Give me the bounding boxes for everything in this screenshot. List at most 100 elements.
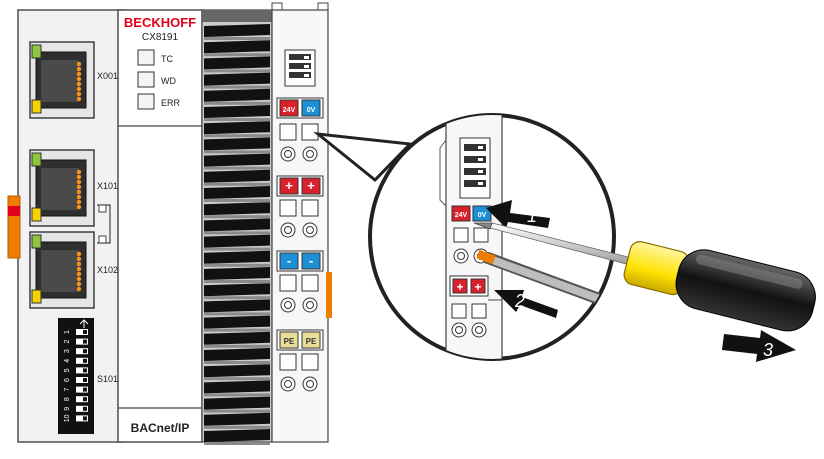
pe-labels: PE PE	[276, 329, 324, 351]
closeup-plus-label	[452, 278, 468, 294]
wire-entry[interactable]	[279, 123, 297, 141]
dip-toggle-7[interactable]	[76, 386, 88, 393]
step-2-number: 2	[514, 291, 525, 311]
fin	[204, 186, 270, 199]
spring-release[interactable]	[302, 376, 318, 392]
dip-toggle-2[interactable]	[76, 338, 88, 345]
wire-entry[interactable]	[301, 123, 319, 141]
port-contact	[76, 86, 82, 92]
dip-number-3: 3	[64, 349, 71, 353]
fin	[204, 364, 270, 378]
dip-toggle-8[interactable]	[76, 396, 88, 403]
ethernet-port-1[interactable]	[29, 41, 95, 119]
spring-release[interactable]	[280, 297, 296, 313]
port-contact	[76, 96, 82, 102]
svg-text:PE: PE	[284, 337, 295, 346]
terminal-contact-pair[interactable]	[279, 353, 319, 392]
led-wd	[137, 71, 155, 88]
side-release-tab[interactable]	[7, 195, 21, 259]
dip-toggle-5[interactable]	[76, 367, 88, 374]
wire-entry[interactable]	[279, 199, 297, 217]
svg-text:0V: 0V	[478, 212, 487, 219]
magnifier-callout: 24V 0V + +	[313, 113, 616, 361]
wire-entry[interactable]	[301, 353, 319, 371]
dip-number-2: 2	[64, 340, 71, 344]
housing-front-panel	[117, 9, 203, 443]
led-err-label: ERR	[161, 98, 181, 108]
fin	[204, 380, 270, 394]
fin	[204, 169, 270, 183]
fin	[204, 250, 270, 264]
dip-toggle-6[interactable]	[76, 377, 88, 383]
dip-number-8: 8	[64, 397, 71, 401]
spring-release[interactable]	[302, 297, 318, 313]
fin	[204, 153, 270, 167]
fin	[204, 315, 270, 329]
spring-release[interactable]	[302, 146, 318, 162]
terminal-contact-pair[interactable]	[279, 123, 319, 162]
fin	[204, 40, 270, 54]
step-3-arrow	[722, 330, 796, 362]
port-contact	[76, 189, 82, 195]
port-contact	[76, 281, 82, 287]
ethernet-port-3[interactable]	[29, 231, 95, 309]
port-contact	[76, 71, 82, 77]
wire-entry[interactable]	[279, 353, 297, 371]
svg-text:0V: 0V	[307, 107, 316, 114]
dip-number-1: 1	[64, 330, 71, 334]
ethernet-port-2[interactable]	[29, 149, 95, 227]
spring-release[interactable]	[280, 376, 296, 392]
terminal-contact-pair[interactable]	[279, 199, 319, 238]
dip-number-4: 4	[64, 359, 71, 363]
led-wd-label: WD	[161, 76, 176, 86]
link-led	[31, 152, 42, 167]
led-panel: TC WD ERR	[137, 49, 181, 110]
spring-release[interactable]	[280, 222, 296, 238]
port-contact	[76, 256, 82, 262]
fin	[204, 72, 270, 86]
fin	[204, 348, 270, 361]
fin	[204, 429, 270, 442]
svg-text:-: -	[287, 253, 291, 268]
step-2-arrow	[494, 290, 558, 318]
closeup-24v-label	[451, 205, 471, 222]
port-contact	[76, 184, 82, 190]
port-contact	[76, 286, 82, 292]
fin	[204, 121, 270, 135]
wire-entry[interactable]	[279, 274, 297, 292]
dip-toggle-1[interactable]	[76, 329, 88, 335]
fin	[204, 283, 270, 297]
fin	[204, 88, 270, 102]
fin	[204, 137, 270, 151]
fin	[204, 24, 270, 37]
svg-text:24V: 24V	[455, 212, 468, 219]
svg-text:-: -	[309, 253, 313, 268]
dip-toggle-3[interactable]	[76, 348, 88, 355]
wire-entry[interactable]	[301, 274, 319, 292]
svg-text:PE: PE	[306, 337, 317, 346]
activity-led	[31, 99, 42, 114]
svg-text:+: +	[456, 280, 463, 294]
port-contact	[76, 194, 82, 200]
dip-toggle-4[interactable]	[76, 357, 88, 364]
fin	[204, 202, 270, 216]
port-contact	[76, 76, 82, 82]
dip-number-6: 6	[64, 378, 71, 382]
activity-led	[31, 289, 42, 304]
cooling-fins	[201, 9, 273, 445]
dip-toggle-10[interactable]	[76, 415, 88, 422]
dip-number-9: 9	[64, 407, 71, 411]
fin	[204, 105, 270, 118]
spring-release[interactable]	[302, 222, 318, 238]
terminal-contact-pair[interactable]	[279, 274, 319, 313]
fin	[204, 218, 270, 232]
terminal-closeup: 24V 0V + +	[439, 115, 503, 359]
wire-entry[interactable]	[301, 199, 319, 217]
step-3-number: 3	[763, 340, 773, 360]
link-led	[31, 234, 42, 249]
fin	[204, 396, 270, 410]
dip-toggle-9[interactable]	[76, 405, 88, 412]
spring-release[interactable]	[280, 146, 296, 162]
port-x101-label: X101	[97, 181, 118, 191]
